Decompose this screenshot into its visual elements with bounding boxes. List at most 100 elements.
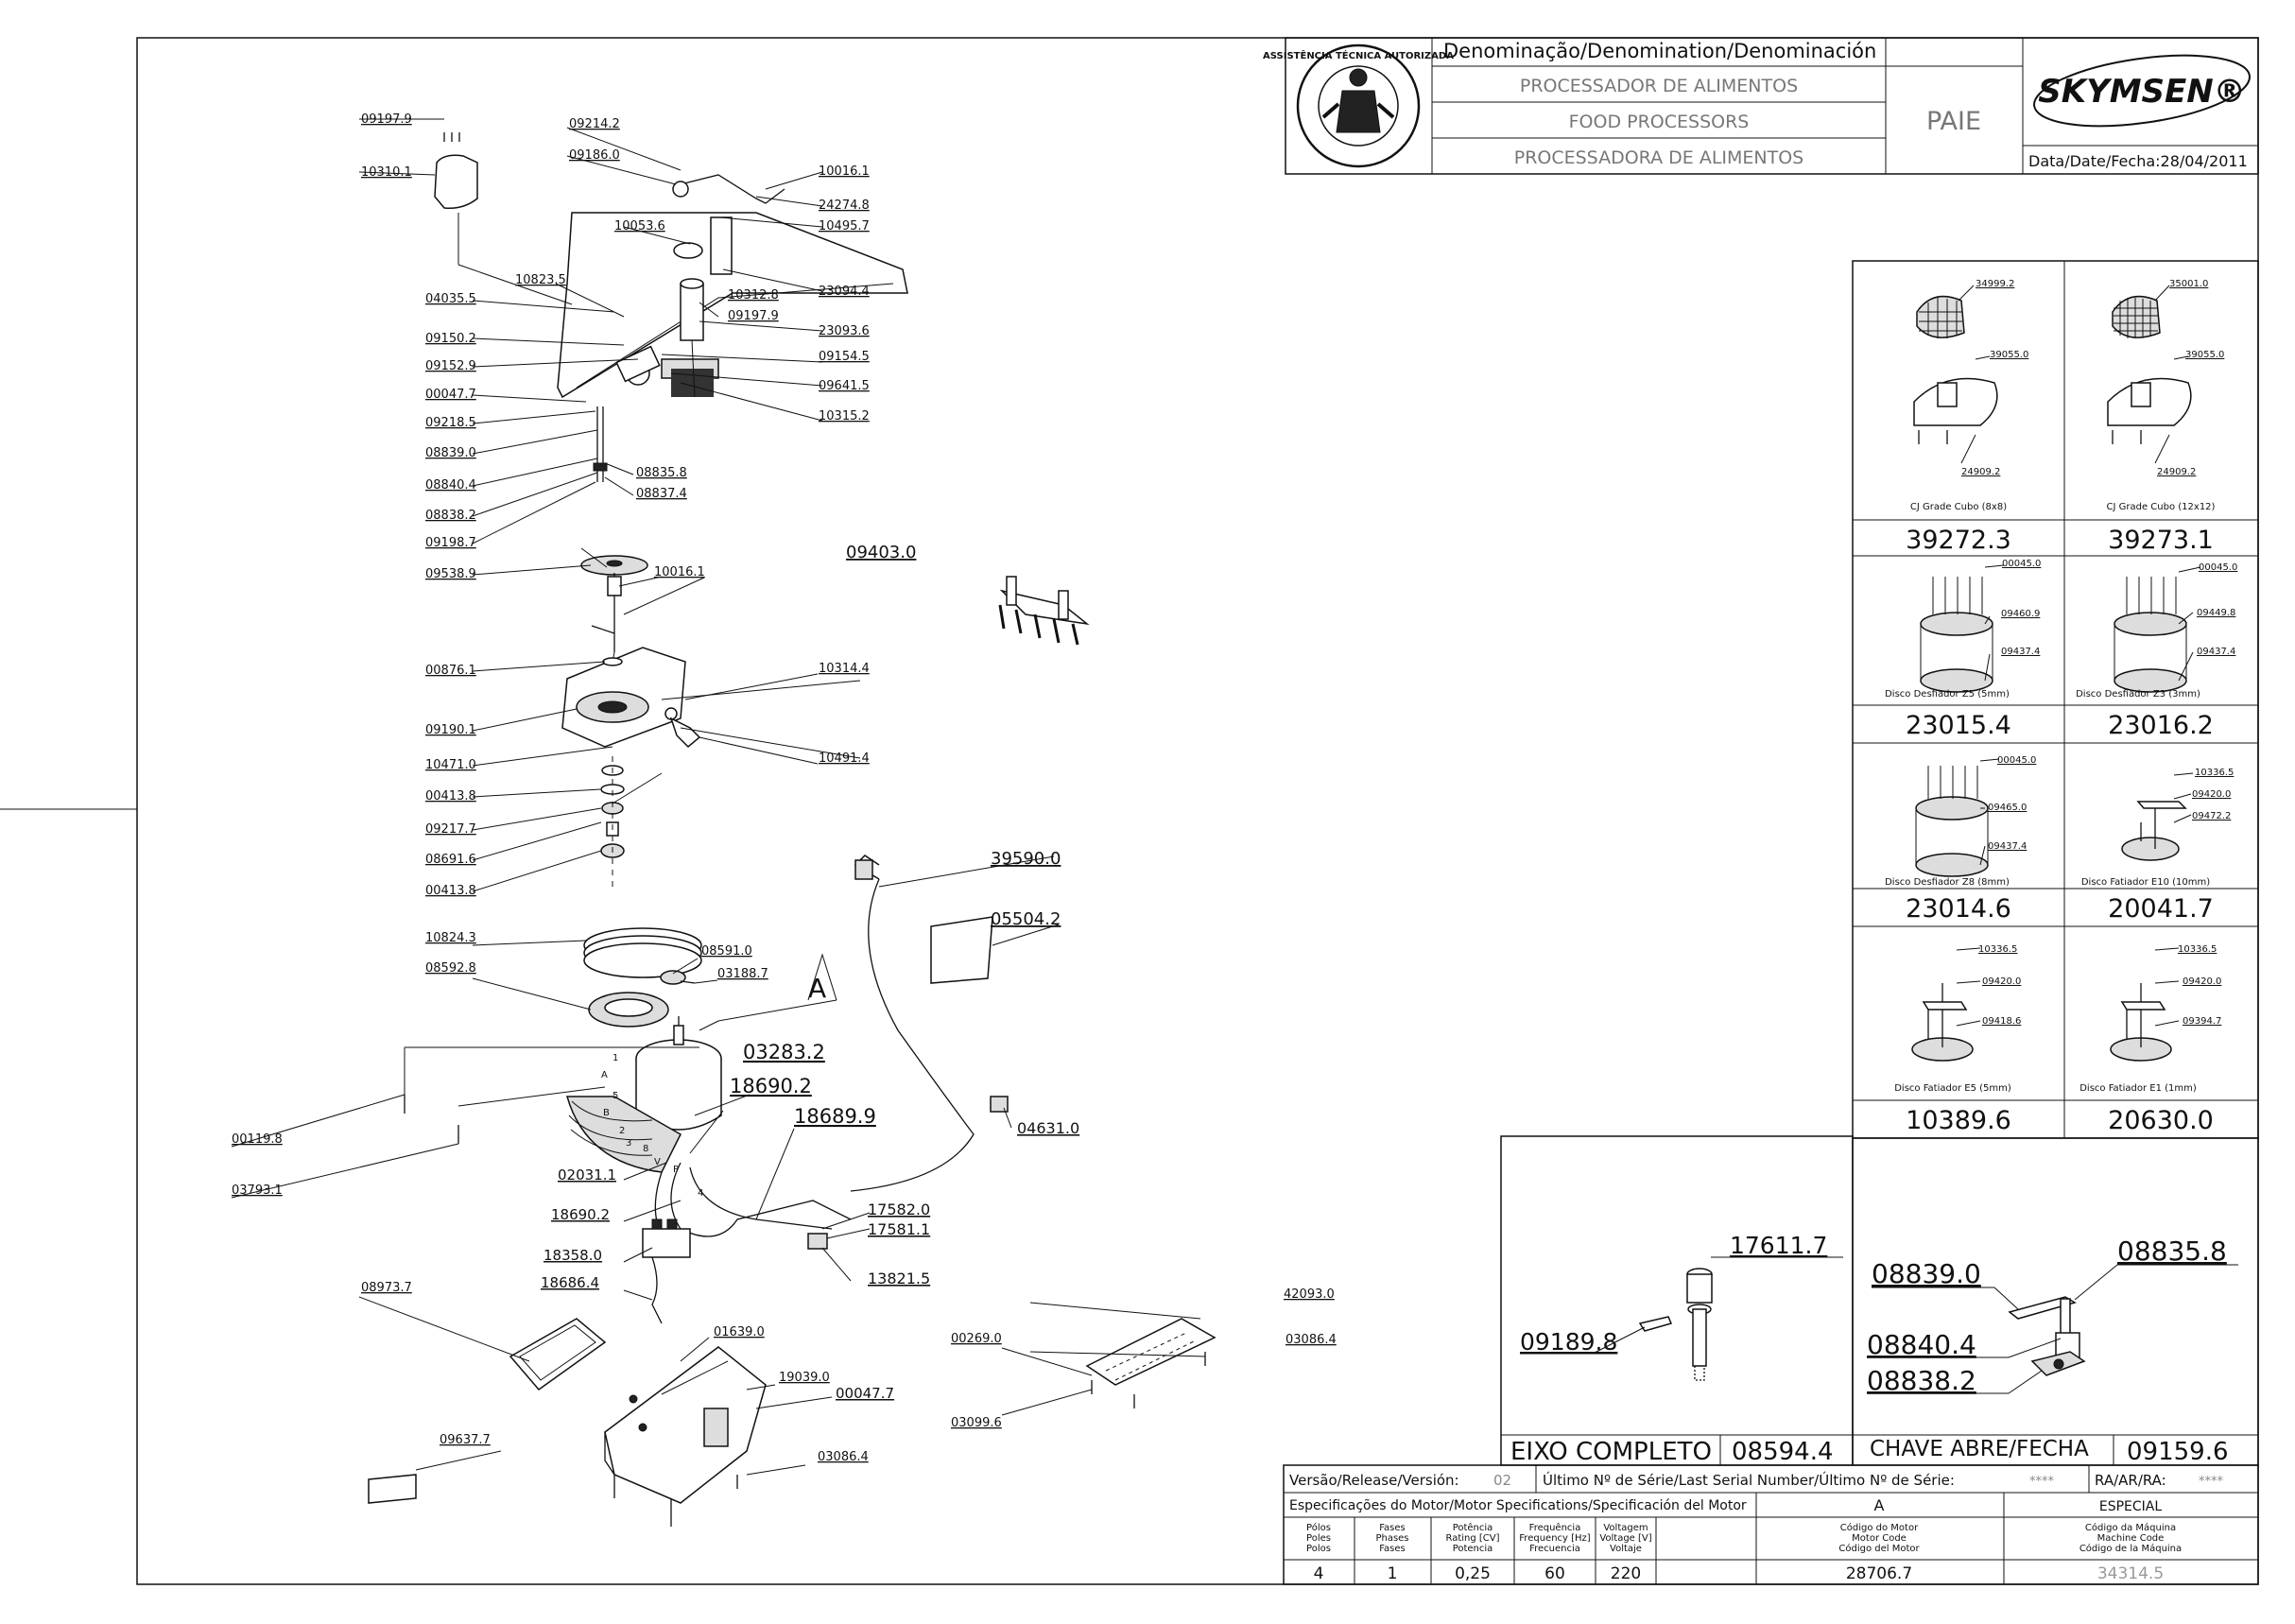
- front-plate: [509, 1318, 607, 1391]
- cell-part-label: 09437.4: [2001, 647, 2040, 657]
- detail-code: 09159.6: [2127, 1438, 2229, 1466]
- name-pt: PROCESSADOR DE ALIMENTOS: [1520, 76, 1798, 96]
- callout: 09218.5: [425, 416, 476, 430]
- accessory-cell-7: 10336.5 09420.0 09394.7 Disco Fatiador E…: [2079, 944, 2221, 1135]
- cell-part-label: 10336.5: [1978, 944, 2017, 955]
- accessory-cell-5: 10336.5 09420.0 09472.2 Disco Fatiador E…: [2081, 768, 2234, 924]
- callout: 03086.4: [1286, 1333, 1337, 1347]
- header-cell: Código do Motor: [1840, 1522, 1919, 1533]
- callout: 17582.0: [868, 1201, 930, 1218]
- callout: 10312.8: [728, 288, 779, 302]
- callout: 00876.1: [425, 664, 476, 678]
- callout: 10824.3: [425, 931, 476, 945]
- callout: 10016.1: [819, 164, 870, 179]
- callout: 09403.0: [846, 543, 916, 562]
- cell-part-label: 34999.2: [1976, 279, 2014, 289]
- callout: 08839.0: [425, 446, 476, 460]
- cell-part-label: 00045.0: [2199, 562, 2237, 573]
- lid-part: [557, 212, 908, 399]
- model-code: PAIE: [1926, 107, 1981, 136]
- callout: 09641.5: [819, 379, 870, 393]
- serial-value: ****: [2029, 1475, 2055, 1489]
- terminal-block: [642, 1228, 691, 1258]
- callout: 04631.0: [1017, 1119, 1079, 1137]
- header-cell: Voltagem: [1603, 1523, 1648, 1533]
- value-cell: 0,25: [1455, 1564, 1491, 1583]
- callout: 10471.0: [425, 758, 476, 772]
- cell-code: 10389.6: [1906, 1106, 2011, 1135]
- cell-part-label: 09437.4: [1988, 841, 2027, 852]
- callout: 10314.4: [819, 662, 870, 676]
- motor-spec-header: Especificações do Motor/Motor Specificat…: [1289, 1498, 1747, 1513]
- value-cell: 220: [1611, 1564, 1641, 1583]
- accessory-cell-3: 00045.0 09449.8 09437.4 Disco Desfiador …: [2076, 562, 2237, 740]
- name-es: PROCESSADORA DE ALIMENTOS: [1514, 147, 1804, 168]
- detail-part-label: 08840.4: [1867, 1329, 1976, 1360]
- header-cell: Machine Code: [2097, 1533, 2165, 1544]
- wire-label: P: [673, 1165, 679, 1175]
- seal-text: ASSISTÊNCIA TÉCNICA AUTORIZADA: [1263, 49, 1454, 61]
- cell-part-label: 09420.0: [1982, 976, 2021, 987]
- callout: 09152.9: [425, 359, 476, 373]
- callout: 05504.2: [991, 909, 1061, 929]
- accessory-cell-0: 34999.2 39055.0 24909.2 CJ Grade Cubo (8…: [1906, 279, 2028, 555]
- cell-caption: Disco Desfiador Z3 (3mm): [2076, 689, 2200, 700]
- feed-tube: [434, 154, 478, 210]
- header-cell: Voltage [V]: [1599, 1533, 1651, 1544]
- wire-label: 1: [613, 1053, 618, 1063]
- callout: 01639.0: [714, 1325, 765, 1339]
- wire-label: 5: [613, 1091, 618, 1101]
- cell-code: 20041.7: [2108, 894, 2214, 924]
- detail-shaft: 17611.7 09189.8 EIXO COMPLETO 08594.4: [1500, 1135, 1854, 1466]
- cell-part-label: 09420.0: [2192, 789, 2231, 800]
- ra-label: RA/AR/RA:: [2095, 1472, 2166, 1489]
- detail-part-label: 17611.7: [1730, 1232, 1827, 1259]
- header-cell: Código da Máquina: [2085, 1522, 2176, 1533]
- cell-caption: CJ Grade Cubo (8x8): [1910, 502, 2007, 512]
- callout: 24274.8: [819, 199, 870, 213]
- detail-title: EIXO COMPLETO: [1510, 1438, 1712, 1466]
- header-cell: Polos: [1306, 1544, 1331, 1554]
- callout: 09150.2: [425, 332, 476, 346]
- cell-code: 23016.2: [2108, 711, 2214, 740]
- header-cell: Phases: [1375, 1533, 1408, 1544]
- header-cell: Rating [CV]: [1445, 1533, 1499, 1544]
- accessory-cell-1: 35001.0 39055.0 24909.2 CJ Grade Cubo (1…: [2107, 279, 2225, 555]
- cell-caption: Disco Desfiador Z5 (5mm): [1885, 689, 2010, 700]
- callout: 09198.7: [425, 536, 476, 550]
- wire-label: V: [654, 1157, 661, 1167]
- cell-part-label: 35001.0: [2169, 279, 2208, 289]
- callout: 08835.8: [636, 466, 687, 480]
- cell-code: 39273.1: [2108, 526, 2214, 555]
- cell-part-label: 09460.9: [2001, 609, 2040, 619]
- header-cell: Fases: [1379, 1544, 1406, 1554]
- callout: 08837.4: [636, 487, 687, 501]
- serial-label: Último Nº de Série/Last Serial Number/Úl…: [1543, 1471, 1955, 1489]
- header-cell: Potencia: [1453, 1544, 1493, 1554]
- value-cell: 34314.5: [2097, 1564, 2164, 1583]
- callout: 00413.8: [425, 789, 476, 803]
- callout: 10823.5: [515, 273, 566, 287]
- cell-code: 39272.3: [1906, 526, 2011, 555]
- callout: 10315.2: [819, 409, 870, 423]
- header-cell: Fases: [1379, 1523, 1406, 1533]
- callout: 18690.2: [551, 1206, 610, 1223]
- brand-name: SKYMSEN®: [2038, 73, 2245, 111]
- callout: 03188.7: [717, 967, 768, 981]
- callout: 17581.1: [868, 1220, 930, 1238]
- callout: 00119.8: [232, 1132, 283, 1147]
- part-callouts: 09197.9 10310.1 09214.2 09186.0 10016.1 …: [232, 112, 1337, 1464]
- detail-switch: 08839.0 08835.8 08840.4 08838.2 CHAVE AB…: [1852, 1137, 2259, 1466]
- wire-label: A: [601, 1070, 608, 1080]
- cell-part-label: 09394.7: [2183, 1016, 2221, 1027]
- callout: 10310.1: [361, 165, 412, 180]
- version-value: 02: [1493, 1472, 1511, 1489]
- callout: 00047.7: [836, 1385, 894, 1402]
- header-cell: Frequency [Hz]: [1519, 1533, 1591, 1544]
- header-cell: Frequência: [1529, 1522, 1581, 1533]
- callout: 09154.5: [819, 350, 870, 364]
- callout: 09190.1: [425, 723, 476, 737]
- callout: 10053.6: [614, 219, 665, 233]
- cell-part-label: 09420.0: [2183, 976, 2221, 987]
